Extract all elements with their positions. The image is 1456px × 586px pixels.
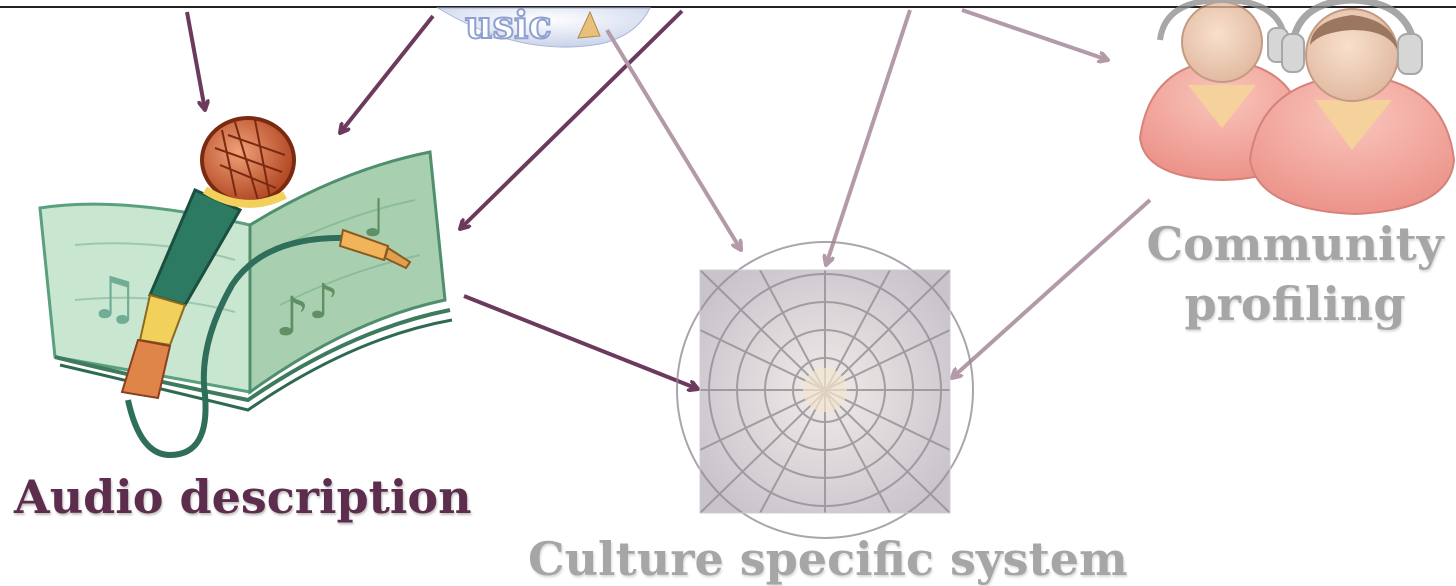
arrow-to-audio-2 xyxy=(340,14,435,133)
culture-specific-system-label: Culture specific system xyxy=(528,532,1128,586)
svg-text:♪: ♪ xyxy=(308,274,339,330)
music-clipart-icon: usic xyxy=(436,1,651,48)
arrow-to-community xyxy=(961,8,1108,60)
music-clipart-text: usic xyxy=(465,2,552,47)
arrows xyxy=(185,8,1152,389)
arrow-to-audio-1 xyxy=(185,11,205,110)
arrow-to-culture-2 xyxy=(826,9,912,265)
svg-text:♪: ♪ xyxy=(275,285,309,348)
arrow-community-to-culture xyxy=(952,198,1152,378)
community-profiling-label: Community profiling xyxy=(1146,217,1444,331)
audio-description-label: Audio description xyxy=(14,470,472,524)
microphone-songbook-icon: ♫ ♪ ♪ ♩ xyxy=(38,116,453,459)
svg-text:♫: ♫ xyxy=(88,264,140,332)
dome-photo-icon xyxy=(676,241,974,539)
arrow-audio-to-culture xyxy=(463,294,698,389)
community-users-icon xyxy=(1138,0,1456,216)
arrow-to-audio-3 xyxy=(460,9,684,229)
arrow-to-culture-1 xyxy=(605,28,741,250)
